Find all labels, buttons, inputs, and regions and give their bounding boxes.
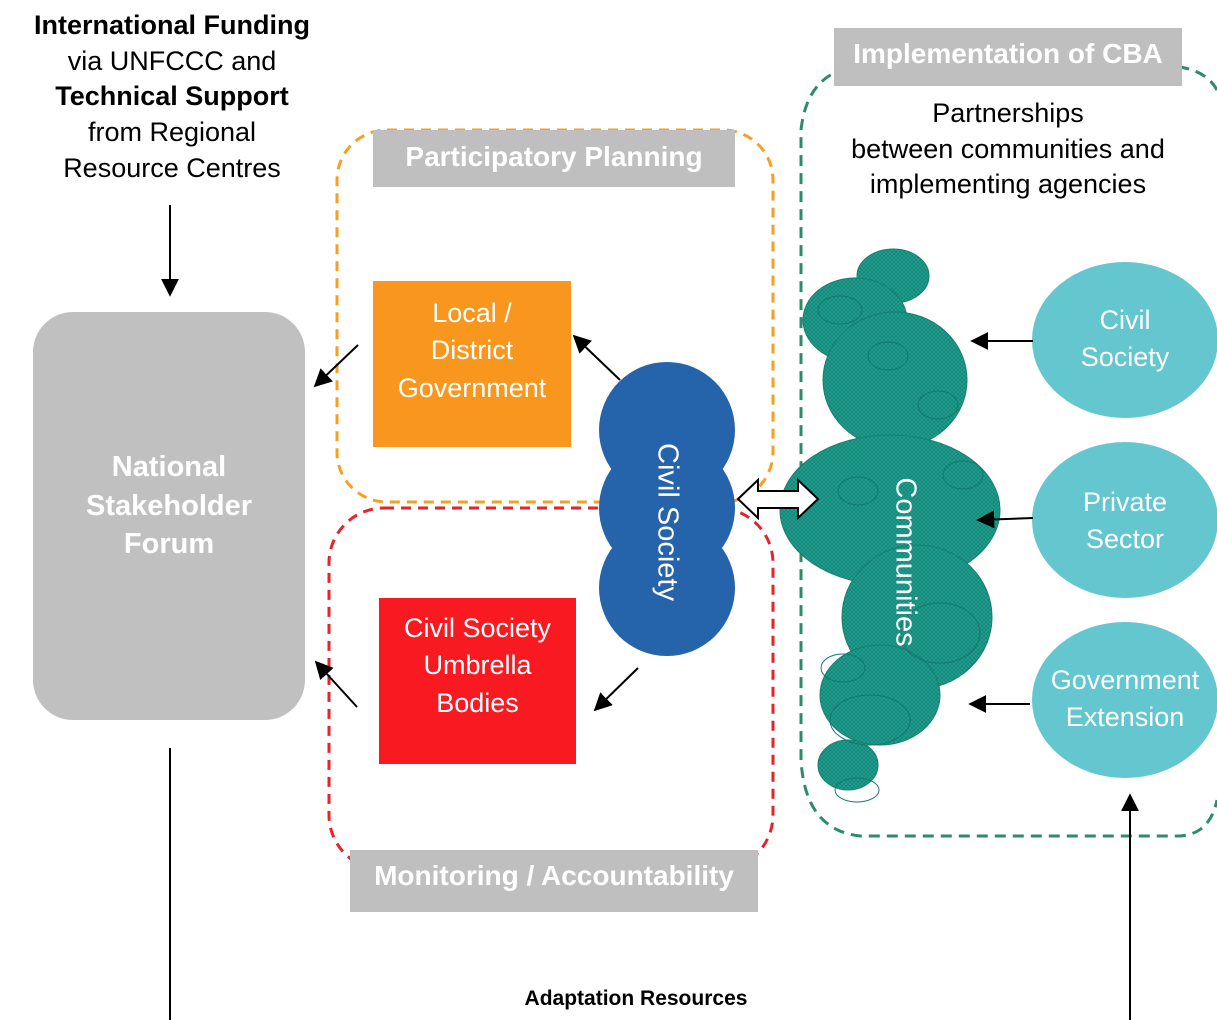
partnerships-line-3: implementing agencies — [869, 169, 1147, 200]
from-regional-text: from Regional — [87, 116, 257, 147]
ps-oval-line-2: Sector — [1085, 524, 1165, 555]
civil-society-oval — [1032, 262, 1217, 418]
arrow-localgov-to-forum — [313, 344, 359, 388]
arrow-umbrella-to-forum — [314, 660, 358, 708]
adaptation-resources-label: Adaptation Resources — [524, 987, 748, 1010]
government-extension-oval — [1032, 622, 1217, 778]
double-arrow-cs-communities — [736, 477, 820, 521]
private-sector-oval-label: Private Sector — [1032, 484, 1217, 559]
nsf-line-1: National — [111, 451, 227, 483]
national-stakeholder-forum-box — [33, 312, 305, 720]
civil-society-circles — [599, 362, 735, 656]
resource-centres-text: Resource Centres — [63, 152, 281, 183]
technical-support-text: Technical Support — [55, 81, 289, 112]
umbrella-line-2: Umbrella — [423, 650, 532, 681]
umbrella-line-1: Civil Society — [403, 613, 552, 643]
via-unfccc-text: via UNFCCC and — [67, 45, 277, 76]
communities-cluster — [779, 248, 1001, 803]
civil-society-oval-label: Civil Society — [1032, 302, 1217, 377]
international-funding-text: International Funding — [34, 10, 310, 40]
cs-oval-line-2: Society — [1080, 342, 1170, 373]
local-district-government-box: Local / District Government — [373, 281, 571, 447]
partnerships-line-2: between communities and — [851, 133, 1165, 164]
implementation-region — [799, 64, 1217, 838]
ge-oval-line-1: Government — [1050, 665, 1200, 695]
implementation-of-cba-label: Implementation of CBA — [834, 28, 1182, 86]
civil-society-center-label: Civil Society — [651, 443, 684, 601]
ps-oval-line-1: Private — [1082, 487, 1168, 517]
civil-society-umbrella-bodies-box: Civil Society Umbrella Bodies — [379, 598, 576, 764]
participatory-planning-region — [335, 128, 775, 504]
localgov-line-3: Government — [397, 372, 547, 403]
partnerships-text: Partnerships between communities and imp… — [812, 96, 1204, 203]
participatory-planning-label: Participatory Planning — [373, 130, 735, 187]
funding-text-block: International Funding via UNFCCC and Tec… — [0, 8, 344, 186]
monitoring-accountability-label: Monitoring / Accountability — [350, 850, 758, 912]
localgov-line-2: District — [430, 335, 514, 366]
communities-label: Communities — [889, 477, 922, 647]
localgov-line-1: Local / — [432, 298, 512, 328]
government-extension-oval-label: Government Extension — [1032, 662, 1217, 737]
umbrella-line-3: Bodies — [436, 687, 519, 718]
ge-oval-line-2: Extension — [1065, 702, 1185, 733]
nsf-line-2: Stakeholder — [86, 489, 252, 522]
cs-oval-line-1: Civil — [1099, 305, 1151, 335]
partnerships-line-1: Partnerships — [932, 98, 1084, 128]
arrow-cs-to-umbrella — [593, 667, 639, 712]
national-stakeholder-forum-label: National Stakeholder Forum — [33, 448, 305, 564]
private-sector-oval — [1032, 442, 1217, 598]
arrow-private-to-communities — [976, 510, 1034, 529]
nsf-line-3: Forum — [123, 528, 215, 561]
arrow-cs-to-localgov — [572, 334, 621, 381]
